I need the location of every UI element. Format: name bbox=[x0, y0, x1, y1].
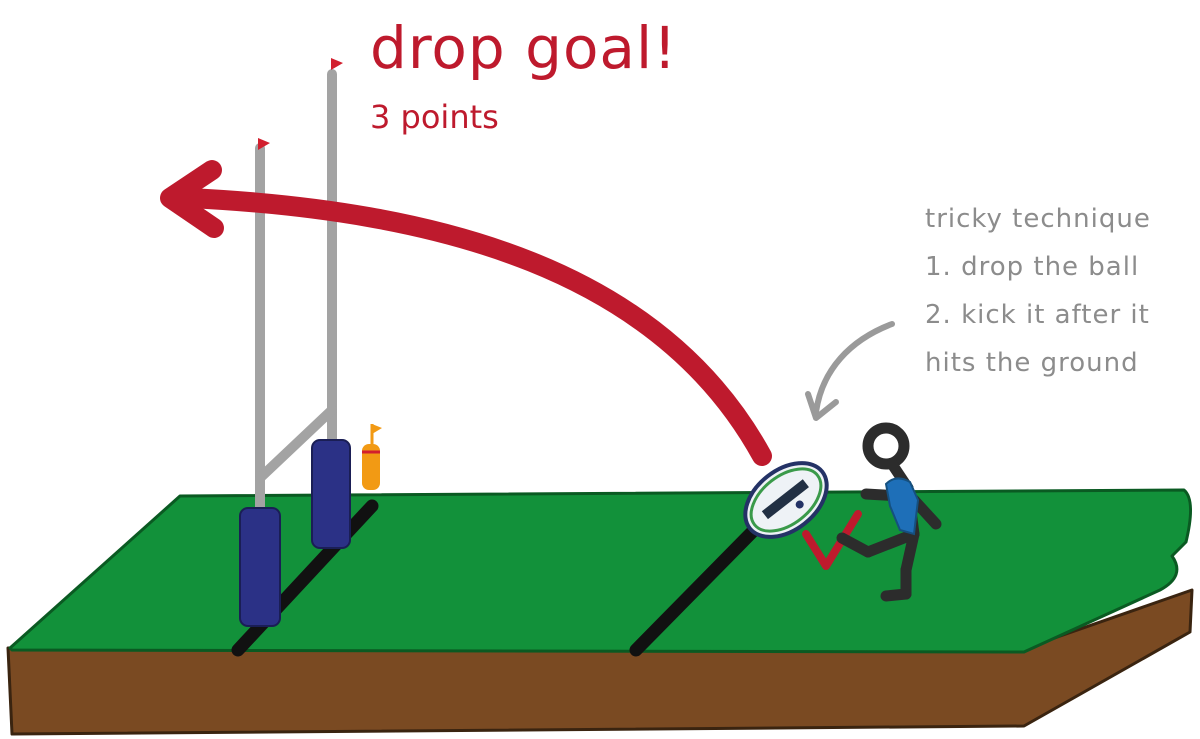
flight-arrow-icon bbox=[178, 188, 772, 466]
pointer-arrow-icon bbox=[813, 321, 895, 415]
flag-icon bbox=[258, 138, 270, 150]
rugby-ball bbox=[743, 461, 829, 539]
post-pad-right bbox=[311, 439, 351, 549]
note-line: hits the ground bbox=[925, 348, 1139, 378]
note-line: 2. kick it after it bbox=[925, 300, 1150, 330]
player-head bbox=[862, 422, 910, 470]
arrow-head bbox=[160, 160, 224, 238]
crossbar bbox=[255, 405, 337, 483]
flag-icon bbox=[331, 58, 343, 70]
player-jersey bbox=[884, 477, 920, 536]
title: drop goal! bbox=[370, 14, 678, 82]
post-pad-left bbox=[239, 507, 281, 627]
field-grass bbox=[8, 488, 1192, 654]
corner-flag-icon bbox=[362, 444, 380, 490]
kicking-player bbox=[836, 422, 942, 602]
check-mark-icon bbox=[802, 510, 862, 570]
note-line: tricky technique bbox=[925, 204, 1151, 234]
technique-notes: tricky technique 1. drop the ball 2. kic… bbox=[925, 195, 1151, 387]
subtitle: 3 points bbox=[370, 98, 499, 136]
note-line: 1. drop the ball bbox=[925, 252, 1140, 282]
field-line bbox=[629, 517, 767, 657]
